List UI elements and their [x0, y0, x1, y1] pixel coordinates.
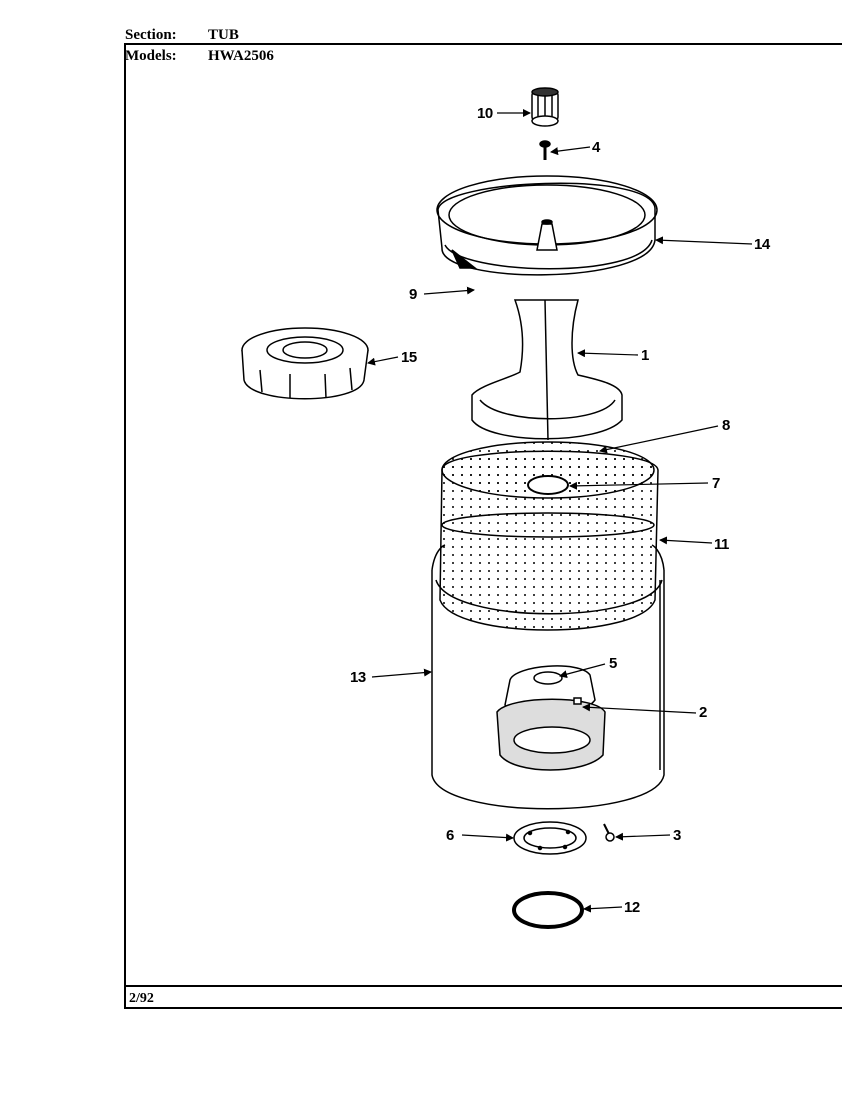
callout-5: 5: [609, 655, 617, 672]
callout-2: 2: [699, 704, 707, 721]
seal-plate-part: [513, 821, 587, 855]
callout-9: 9: [409, 286, 417, 303]
callout-11: 11: [714, 536, 729, 553]
tub-cover-part: [436, 175, 658, 276]
callout-8: 8: [722, 417, 730, 434]
callout-10: 10: [477, 105, 493, 122]
section-value: TUB: [208, 27, 239, 43]
callout-6: 6: [446, 827, 454, 844]
footer-rule: [124, 985, 842, 987]
section-label: Section:: [125, 27, 177, 43]
outer-tub-part: [431, 544, 665, 810]
knob-cap-part: [531, 87, 559, 127]
callout-12: 12: [624, 899, 640, 916]
seal-ring-part: [512, 891, 584, 929]
spin-basket-part: [439, 441, 659, 631]
agitator-part: [471, 299, 623, 441]
screw-part: [539, 140, 551, 160]
callout-13: 13: [350, 669, 366, 686]
callout-4: 4: [592, 139, 600, 156]
callout-14: 14: [754, 236, 770, 253]
diagram-frame: [124, 43, 842, 1009]
revision-date: 2/92: [129, 991, 154, 1006]
models-label: Models:: [125, 48, 177, 64]
callout-7: 7: [712, 475, 720, 492]
callout-1: 1: [641, 347, 649, 364]
callout-3: 3: [673, 827, 681, 844]
bolt-part: [603, 823, 615, 842]
models-value: HWA2506: [208, 48, 274, 64]
callout-15: 15: [401, 349, 417, 366]
drive-bushing-part: [241, 327, 369, 400]
